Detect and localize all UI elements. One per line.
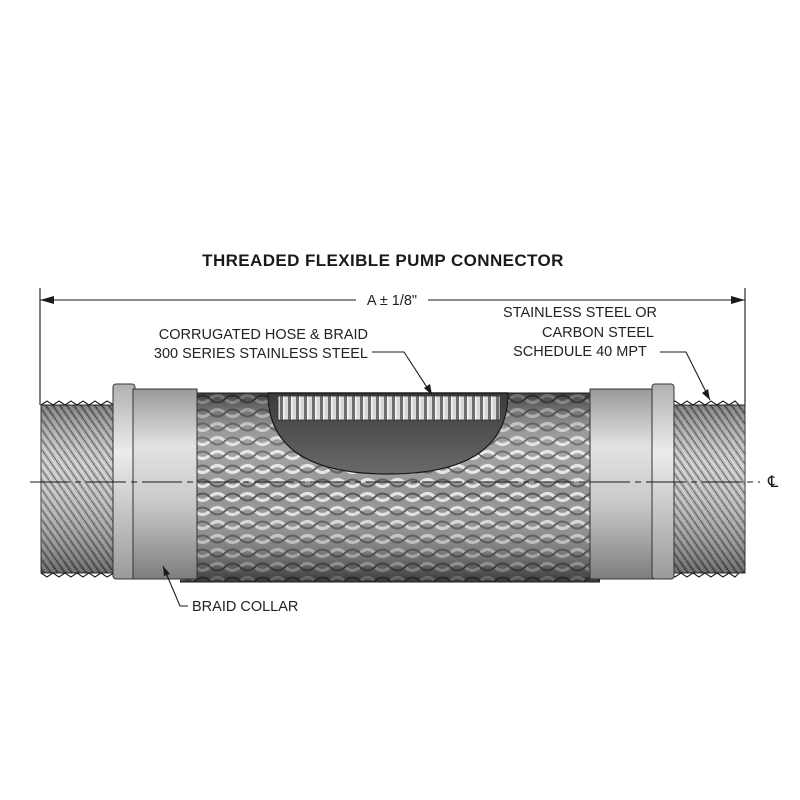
dimension-arrow-left xyxy=(40,296,54,304)
hose-leader-line xyxy=(372,351,433,396)
nipple-callout-line3: SCHEDULE 40 MPT xyxy=(513,344,647,360)
hose-callout-line1: CORRUGATED HOSE & BRAID xyxy=(159,327,368,343)
left-threaded-nipple xyxy=(40,400,118,578)
overall-length-dimension: A ± 1/8" xyxy=(39,288,746,405)
collar-callout-label: BRAID COLLAR xyxy=(192,599,298,615)
nipple-callout-line2: CARBON STEEL xyxy=(542,325,654,341)
dimension-label: A ± 1/8" xyxy=(367,293,417,309)
hose-leader-arrow xyxy=(424,384,432,395)
hose-callout: CORRUGATED HOSE & BRAID 300 SERIES STAIN… xyxy=(154,327,433,396)
drawing-title: THREADED FLEXIBLE PUMP CONNECTOR xyxy=(202,251,564,270)
nipple-callout-line1: STAINLESS STEEL OR xyxy=(503,305,657,321)
centerline: ℄ xyxy=(30,472,779,491)
corrugated-hose-cutaway xyxy=(267,392,509,475)
collar-leader-line xyxy=(162,565,188,607)
right-threaded-nipple xyxy=(668,400,746,578)
nipple-callout: STAINLESS STEEL OR CARBON STEEL SCHEDULE… xyxy=(503,305,711,401)
centerline-symbol: ℄ xyxy=(767,472,779,491)
hose-callout-line2: 300 SERIES STAINLESS STEEL xyxy=(154,346,368,362)
nipple-leader-arrow xyxy=(702,389,710,400)
nipple-leader-line xyxy=(660,351,711,401)
collar-leader-arrow xyxy=(163,566,170,576)
collar-callout: BRAID COLLAR xyxy=(162,565,298,615)
dimension-arrow-right xyxy=(731,296,745,304)
right-braid-collar xyxy=(589,383,675,580)
